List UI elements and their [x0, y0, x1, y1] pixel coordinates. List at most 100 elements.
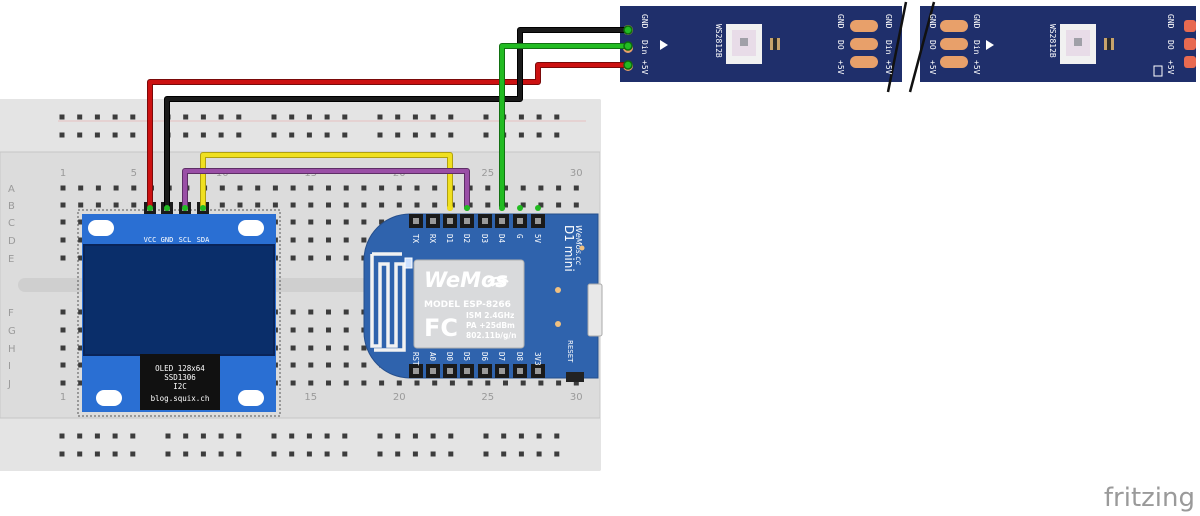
breadboard-hole — [379, 202, 385, 208]
wemos-top-pin-contact — [447, 218, 453, 224]
mount-hole-3 — [579, 245, 585, 251]
wemos-top-pin-label: RX — [428, 234, 437, 244]
breadboard-hole — [520, 380, 526, 386]
breadboard-hole — [60, 327, 66, 333]
power-rail-hole — [271, 451, 277, 457]
breadboard-hole — [414, 185, 420, 191]
power-rail-hole — [342, 132, 348, 138]
wire-red — [148, 63, 630, 210]
breadboard-hole — [326, 309, 331, 315]
power-rail-hole — [518, 433, 524, 439]
breadboard-hole — [131, 202, 137, 208]
breadboard-hole — [60, 202, 66, 208]
wifi-icon — [487, 276, 509, 287]
power-rail-hole — [112, 114, 118, 120]
wemos-top-pin-label: D4 — [497, 234, 506, 244]
breadboard-hole — [343, 185, 349, 191]
ws2812b-label-2: WS2812B — [1048, 24, 1057, 58]
power-rail-hole — [59, 451, 65, 457]
wemos-logo: WeMos — [424, 268, 508, 292]
breadboard-hole — [467, 202, 473, 208]
wemos-top-pin-label: D1 — [445, 234, 454, 243]
wemos-bottom-pin-contact — [482, 368, 488, 374]
breadboard-hole — [573, 380, 579, 386]
reset-button[interactable] — [566, 372, 584, 382]
power-rail-hole — [430, 433, 436, 439]
capacitor-cap — [770, 38, 773, 50]
wemos-top-pin-label: D2 — [462, 234, 471, 243]
strip-output-pin-label: GND — [836, 14, 845, 29]
column-number-top: 25 — [481, 168, 494, 179]
strip-input-pin-label: +5V — [972, 60, 981, 75]
power-rail-hole — [183, 114, 189, 120]
wire-endpoint — [517, 205, 523, 211]
power-rail-hole — [536, 433, 542, 439]
breadboard-hole — [272, 185, 278, 191]
breadboard-hole — [326, 255, 331, 261]
capacitor-cap — [1111, 38, 1114, 50]
strip-cut-mark-1 — [886, 1, 908, 93]
strip-marker — [1153, 65, 1163, 77]
wemos-bottom-pin-contact — [464, 368, 470, 374]
breadboard-hole — [308, 362, 314, 368]
breadboard-hole — [113, 202, 119, 208]
breadboard-hole — [308, 237, 314, 243]
power-rail-hole — [342, 451, 348, 457]
strip-output-pin-label: +5V — [928, 60, 937, 75]
power-rail-hole — [130, 433, 136, 439]
power-rail-hole — [94, 433, 100, 439]
power-rail-hole — [501, 451, 507, 457]
breadboard-hole — [290, 309, 296, 315]
wemos-bottom-pin-label: D6 — [480, 352, 489, 362]
power-rail-hole — [94, 132, 100, 138]
breadboard-hole — [326, 327, 331, 333]
breadboard-hole — [343, 237, 349, 243]
strip-input-pin-label: Din — [884, 40, 893, 55]
power-rail-hole — [324, 132, 330, 138]
strip-input-pin-label: GND — [972, 14, 981, 29]
breadboard-hole — [326, 219, 331, 225]
breadboard-hole — [308, 185, 314, 191]
power-rail-hole — [306, 451, 312, 457]
strip-input-pin-label: +5V — [884, 60, 893, 75]
strip-output-pin-label: +5V — [836, 60, 845, 75]
breadboard-hole — [343, 202, 349, 208]
strip-output-pin-label: DO — [836, 40, 845, 50]
wifi-antenna-trace — [370, 252, 406, 352]
oled-pin-label: SDA — [197, 236, 210, 244]
breadboard-hole — [78, 219, 84, 225]
oled-mount-hole-br — [238, 390, 264, 406]
strip-output-pin-label: DO — [1166, 40, 1175, 50]
wemos-bottom-pin-contact — [517, 368, 523, 374]
breadboard-hole — [78, 185, 84, 191]
breadboard-hole — [60, 237, 66, 243]
breadboard-hole — [60, 309, 66, 315]
wifi-standard-label: 802.11b/g/n — [466, 331, 517, 340]
power-rail-hole — [501, 433, 507, 439]
breadboard-hole — [78, 327, 84, 333]
power-rail-hole — [324, 114, 330, 120]
power-rail-hole — [218, 132, 224, 138]
oled-screen — [83, 244, 275, 356]
breadboard-hole — [414, 380, 420, 386]
strip-end-pad — [1184, 38, 1196, 50]
power-rail-hole — [554, 132, 560, 138]
wire-endpoint — [164, 205, 170, 211]
breadboard-hole — [326, 185, 331, 191]
breadboard-hole — [219, 185, 225, 191]
breadboard-hole — [78, 380, 84, 386]
model-label: MODEL ESP-8266 — [424, 300, 511, 310]
breadboard-hole — [361, 185, 367, 191]
capacitor-cap — [777, 38, 780, 50]
power-rail-hole — [554, 433, 560, 439]
oled-mount-hole-tr — [238, 220, 264, 236]
breadboard-hole — [361, 202, 367, 208]
oled-mount-hole-bl — [96, 390, 122, 406]
power-rail-hole — [395, 433, 401, 439]
data-direction-arrow — [986, 40, 994, 50]
breadboard-hole — [449, 380, 455, 386]
wemos-top-pin-label: TX — [411, 234, 420, 244]
row-letter: G — [8, 326, 16, 337]
